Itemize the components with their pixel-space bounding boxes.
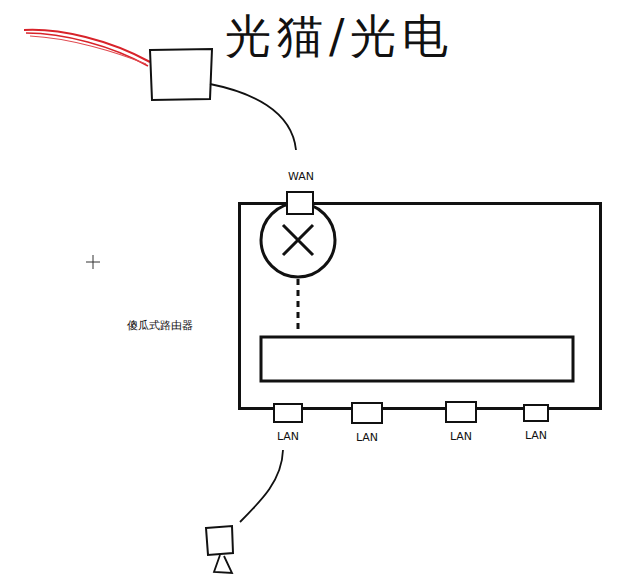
network-cable (240, 450, 283, 522)
lan-port: LAN (273, 403, 303, 423)
internal-link (297, 279, 300, 334)
wan-port: WAN (286, 191, 314, 215)
computer-icon (206, 526, 233, 555)
title: 光猫/光电 (225, 6, 455, 68)
fiber-cable (30, 36, 146, 64)
port-label: LAN (525, 429, 547, 442)
switch-block (261, 337, 573, 381)
routing-cross (283, 225, 313, 255)
router-box: WANLANLANLANLAN傻瓜式路由器 (238, 202, 602, 410)
cursor-mark (86, 255, 100, 269)
port-label: LAN (277, 430, 299, 443)
modem-box (150, 49, 212, 100)
computer-stand (214, 555, 232, 573)
port-label: WAN (287, 170, 315, 183)
lan-port: LAN (351, 402, 383, 424)
port-label: LAN (450, 430, 472, 443)
fiber-cable (26, 33, 148, 66)
router-label: 傻瓜式路由器 (127, 319, 193, 332)
network-cable (210, 84, 296, 150)
lan-port: LAN (523, 404, 549, 422)
port-label: LAN (356, 431, 378, 444)
lan-port: LAN (445, 401, 477, 423)
